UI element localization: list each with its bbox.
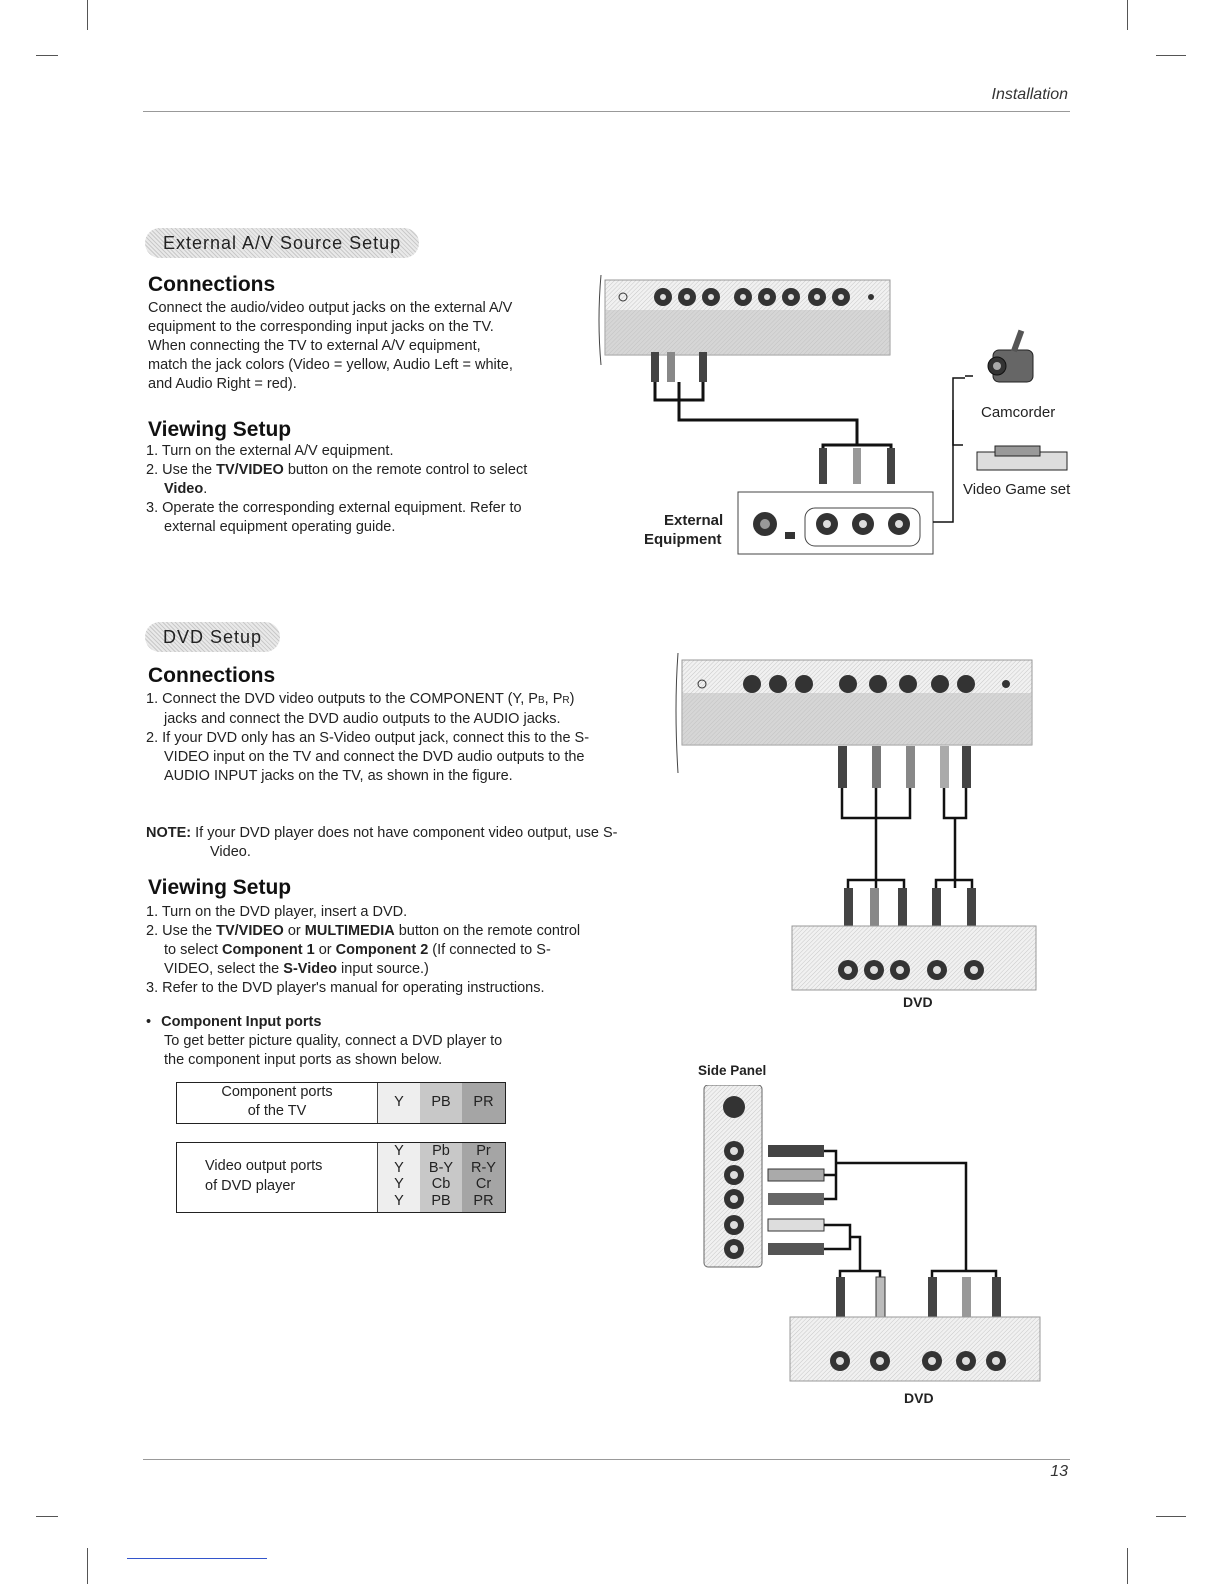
step-item: 1. Turn on the DVD player, insert a DVD. — [146, 904, 408, 920]
y-port: Y — [394, 1094, 404, 1110]
step-item: 1. Turn on the external A/V equipment. — [146, 443, 394, 459]
dvd-label: DVD — [903, 994, 933, 1010]
pb-port: PB — [431, 1094, 451, 1110]
table-label: of DVD player — [205, 1178, 296, 1194]
dvd-label: DVD — [904, 1390, 934, 1406]
side-panel-label: Side Panel — [698, 1063, 767, 1078]
table-label: of the TV — [247, 1103, 307, 1119]
pr-port: PR — [473, 1094, 494, 1110]
viewing-steps: 1. Turn on the external A/V equipment. 2… — [146, 442, 556, 537]
crop-mark — [1127, 0, 1128, 30]
camcorder-icon — [987, 329, 1034, 383]
crop-mark — [87, 0, 88, 30]
header-rule — [143, 111, 1070, 112]
step-item: 1. Connect the DVD video outputs to the … — [146, 691, 575, 727]
dvd-viewing-heading: Viewing Setup — [148, 876, 292, 899]
external-av-diagram — [598, 274, 1068, 555]
dvd-viewing-steps: 1. Turn on the DVD player, insert a DVD.… — [146, 903, 594, 998]
component-ports-section: • Component Input ports To get better pi… — [146, 1014, 503, 1068]
crop-mark — [1156, 1516, 1186, 1517]
connections-heading: Connections — [148, 273, 276, 296]
crop-mark — [36, 55, 58, 56]
step-item: 3. Refer to the DVD player's manual for … — [146, 980, 545, 996]
crop-mark — [1156, 55, 1186, 56]
game-console-icon — [976, 445, 1068, 471]
page-number: 13 — [1050, 1463, 1068, 1480]
dvd-connection-steps: 1. Connect the DVD video outputs to the … — [146, 690, 594, 786]
connections-text: Connect the audio/video output jacks on … — [148, 300, 513, 392]
viewing-setup-heading: Viewing Setup — [148, 418, 292, 441]
table-label: Video output ports — [205, 1158, 323, 1174]
dvd-component-diagram — [675, 652, 1037, 991]
video-game-label: Video Game set — [963, 481, 1071, 498]
footer-link[interactable] — [127, 1558, 267, 1559]
external-equipment-label: External — [664, 512, 724, 529]
component-ports-title: Component Input ports — [161, 1014, 322, 1030]
step-item: 2. Use the TV/VIDEO or MULTIMEDIA button… — [146, 923, 581, 977]
table-label: Component ports — [221, 1084, 333, 1100]
crop-mark — [36, 1516, 58, 1517]
camcorder-label: Camcorder — [981, 404, 1056, 421]
dvd-connections-heading: Connections — [148, 664, 276, 687]
step-item: 2. Use the TV/VIDEO button on the remote… — [146, 462, 528, 497]
page-section-label: Installation — [991, 86, 1069, 103]
footer-rule — [143, 1459, 1070, 1460]
external-equipment-label: Equipment — [644, 531, 722, 548]
section-tab-external-av: External A/V Source Setup — [145, 228, 420, 258]
dvd-side-panel-diagram — [703, 1085, 1041, 1382]
section-tab-dvd: DVD Setup — [145, 622, 281, 652]
dvd-note: NOTE: If your DVD player does not have c… — [146, 825, 618, 860]
component-ports-table: Component ports of the TV Y PB PR — [176, 1082, 506, 1124]
crop-mark — [1127, 1548, 1128, 1584]
step-item: 3. Operate the corresponding external eq… — [146, 500, 522, 535]
crop-mark — [87, 1548, 88, 1584]
step-item: 2. If your DVD only has an S-Video outpu… — [146, 730, 590, 784]
